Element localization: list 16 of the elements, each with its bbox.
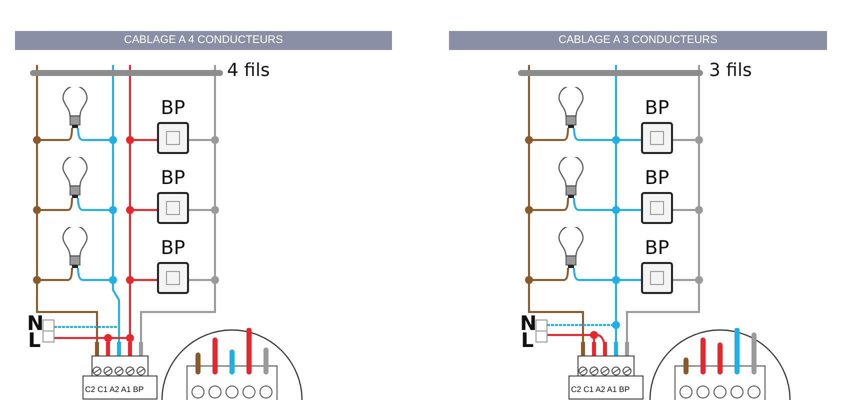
section-header: CABLAGE A 3 CONDUCTEURS [449,31,827,50]
terminal-labels: C2 C1 A2 A1 BP [571,385,630,394]
button-label: BP [644,98,670,118]
terminal-labels: C2 C1 A2 A1 BP [85,385,144,394]
button-label: BP [160,98,186,118]
line-label: L [28,332,41,349]
button-label: BP [644,238,670,258]
button-label: BP [160,238,186,258]
wire-count-label: 4 fils [227,60,270,81]
wire-count-label: 3 fils [709,60,752,81]
neutral-label: N [520,315,537,332]
neutral-label: N [27,315,44,332]
line-label: L [521,332,534,349]
button-label: BP [644,168,670,188]
button-label: BP [160,168,186,188]
section-header: CABLAGE A 4 CONDUCTEURS [15,31,392,50]
